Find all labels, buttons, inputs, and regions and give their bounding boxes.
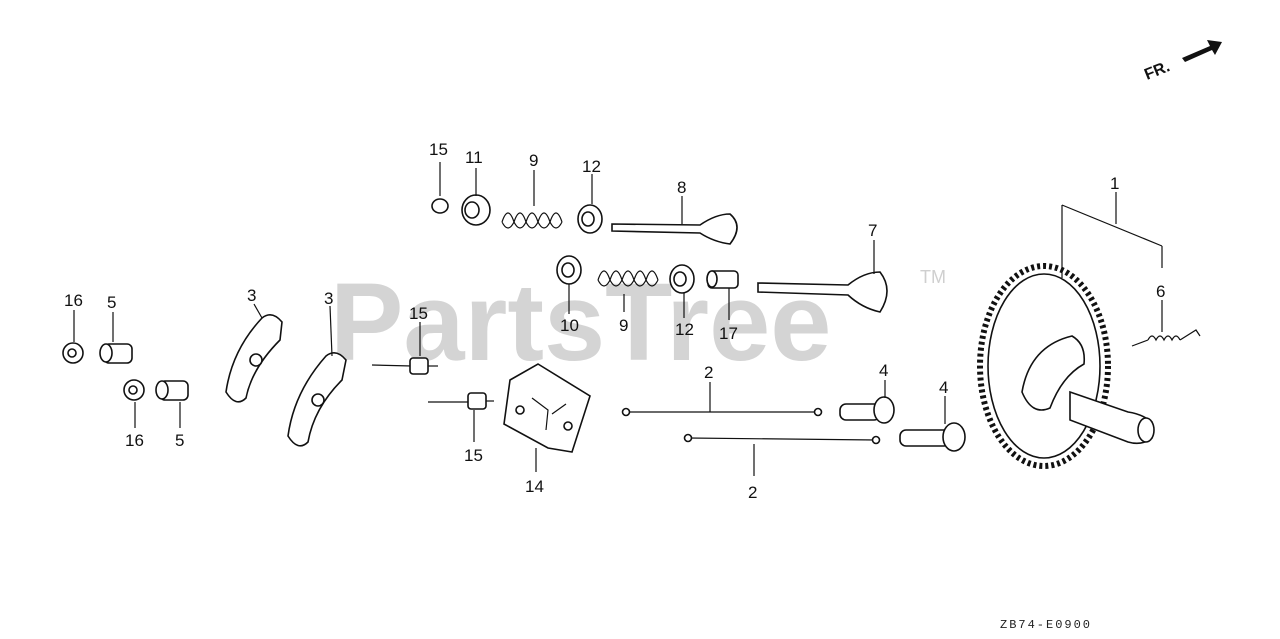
part-3-rocker-arm-a xyxy=(225,314,283,403)
part-7-valve xyxy=(757,271,888,313)
part-9-upper-valve-spring xyxy=(501,212,563,229)
callout-6: 6 xyxy=(1156,282,1165,301)
callout-2-lower: 2 xyxy=(748,483,757,502)
part-11-retainer xyxy=(461,194,491,226)
part-14-guide-plate xyxy=(503,363,591,453)
part-10-retainer xyxy=(556,255,582,285)
callout-2-upper: 2 xyxy=(704,363,713,382)
callout-14: 14 xyxy=(525,477,544,496)
callout-5-upper: 5 xyxy=(107,293,116,312)
callout-8: 8 xyxy=(677,178,686,197)
part-5-lower-pivot xyxy=(155,380,189,401)
callout-10: 10 xyxy=(560,316,579,335)
part-8-valve xyxy=(611,213,738,245)
part-6-spring xyxy=(1131,329,1201,347)
callout-17: 17 xyxy=(719,324,738,343)
leader-lines xyxy=(73,162,1163,476)
part-2-upper-push-rod xyxy=(621,407,823,417)
front-direction-indicator: FR. xyxy=(1142,40,1222,84)
callout-9-lower: 9 xyxy=(619,316,628,335)
callout-15-upper: 15 xyxy=(409,304,428,323)
part-3-rocker-arm-b xyxy=(287,352,347,447)
callout-5-lower: 5 xyxy=(175,431,184,450)
part-15-upper-stud xyxy=(371,357,438,375)
part-2-lower-push-rod xyxy=(683,433,881,445)
part-12-lower-valve-seal xyxy=(669,264,695,294)
part-4-lower-lifter xyxy=(899,422,966,452)
callout-16-upper: 16 xyxy=(64,291,83,310)
callout-3-a: 3 xyxy=(247,286,256,305)
callout-3-b: 3 xyxy=(324,289,333,308)
callout-labels: 15 11 9 12 8 7 1 6 10 9 12 17 16 5 16 5 … xyxy=(64,140,1165,502)
part-15-lower-stud xyxy=(428,392,494,410)
diagram-code: ZB74-E0900 xyxy=(1000,618,1092,632)
part-1-camshaft-gear xyxy=(977,263,1155,469)
part-9-lower-valve-spring xyxy=(597,270,659,287)
callout-7: 7 xyxy=(868,221,877,240)
callout-4-upper: 4 xyxy=(879,361,888,380)
callout-11: 11 xyxy=(465,148,483,167)
part-4-upper-lifter xyxy=(839,396,895,424)
part-17-sleeve xyxy=(706,270,739,289)
part-16-upper-nut xyxy=(62,342,84,364)
part-13-valve-cap xyxy=(431,198,449,214)
front-arrow-icon xyxy=(1182,40,1222,62)
callout-15-lower: 15 xyxy=(464,446,483,465)
callout-1: 1 xyxy=(1110,174,1119,193)
callout-9-upper: 9 xyxy=(529,151,538,170)
front-label: FR. xyxy=(1142,58,1172,83)
callout-12-lower: 12 xyxy=(675,320,694,339)
watermark-trademark: TM xyxy=(920,267,946,287)
part-16-lower-nut xyxy=(123,379,145,401)
part-5-upper-pivot xyxy=(99,343,133,364)
callout-4-lower: 4 xyxy=(939,378,948,397)
callout-13: 15 xyxy=(429,140,448,159)
part-12-upper-valve-seal xyxy=(577,204,603,234)
callout-16-lower: 16 xyxy=(125,431,144,450)
callout-12-upper: 12 xyxy=(582,157,601,176)
